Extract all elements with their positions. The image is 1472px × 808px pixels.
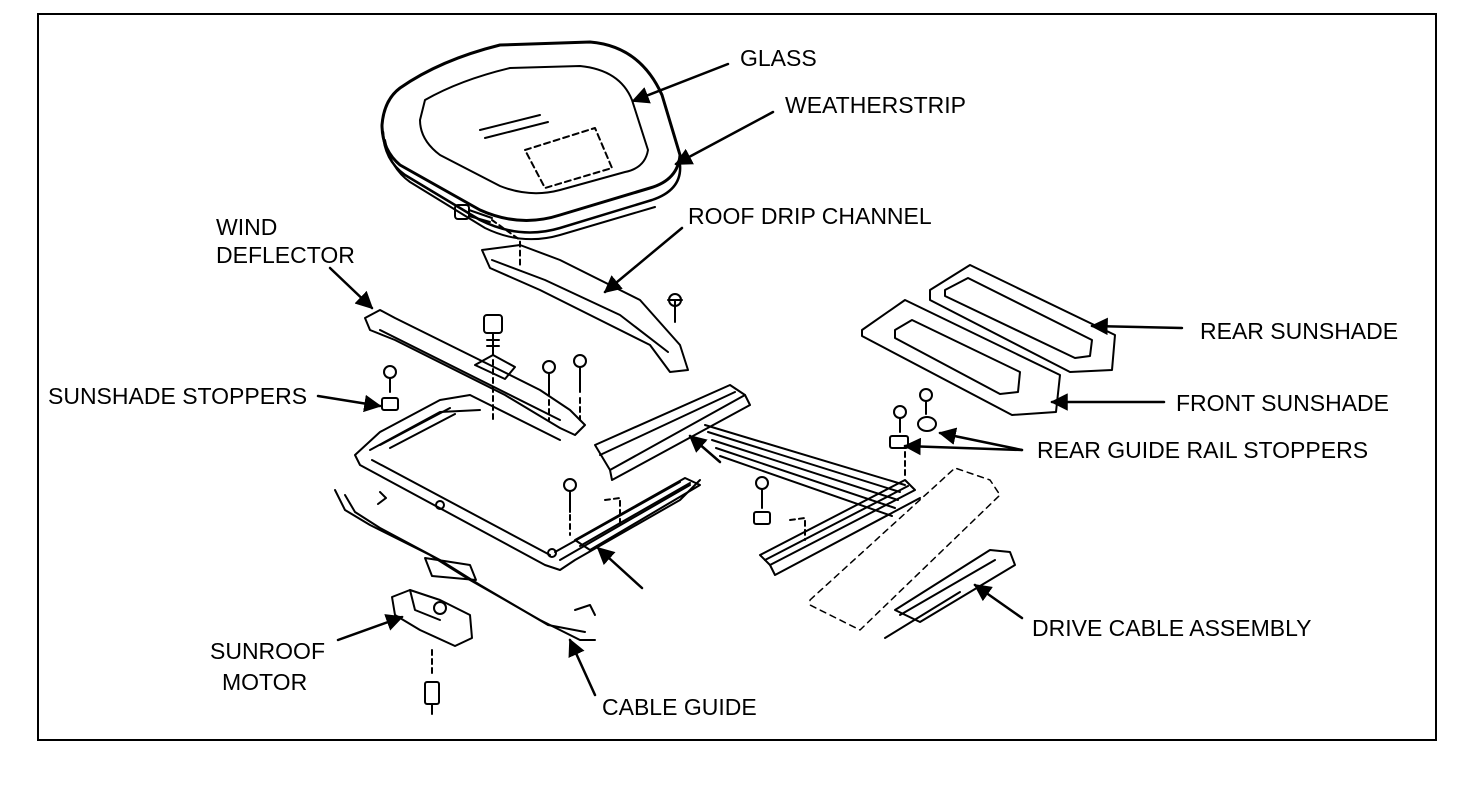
drive-cable-part <box>809 467 1016 639</box>
label-weatherstrip: WEATHERSTRIP <box>785 92 967 118</box>
label-sunroof-motor-line2: MOTOR <box>222 669 308 695</box>
sunroof-motor-part <box>391 589 473 715</box>
label-roof-drip-channel: ROOF DRIP CHANNEL <box>688 203 932 229</box>
roof-drip-channel <box>481 244 689 373</box>
label-wind-deflector-line1: WIND <box>216 214 278 240</box>
wind-deflector <box>364 309 586 436</box>
center-bolts <box>381 314 587 421</box>
label-wind-deflector-line2: DEFLECTOR <box>216 242 355 268</box>
label-sunroof-motor-line1: SUNROOF <box>210 638 325 664</box>
label-drive-cable-assembly: DRIVE CABLE ASSEMBLY <box>1032 615 1312 641</box>
cable-guide-part <box>334 489 596 641</box>
label-rear-guide-rail-stoppers: REAR GUIDE RAIL STOPPERS <box>1037 437 1369 463</box>
label-glass: GLASS <box>740 45 817 71</box>
side-rail <box>574 477 701 551</box>
rear-guide-rails <box>704 424 921 576</box>
sunroof-frame <box>354 394 701 571</box>
front-guide-rail <box>594 384 751 481</box>
diagram-frame <box>37 13 1437 741</box>
label-rear-sunshade: REAR SUNSHADE <box>1200 318 1399 344</box>
glass-screw <box>454 204 521 266</box>
glass-panel <box>380 40 682 241</box>
leader-arrows <box>316 62 1184 697</box>
label-cable-guide: CABLE GUIDE <box>602 694 757 720</box>
label-sunshade-stoppers: SUNSHADE STOPPERS <box>48 383 308 409</box>
rear-guide-rail-stoppers-part <box>889 388 937 479</box>
sunshade-panels <box>861 264 1116 416</box>
label-front-sunshade: FRONT SUNSHADE <box>1176 390 1389 416</box>
frame-screws <box>563 476 806 541</box>
